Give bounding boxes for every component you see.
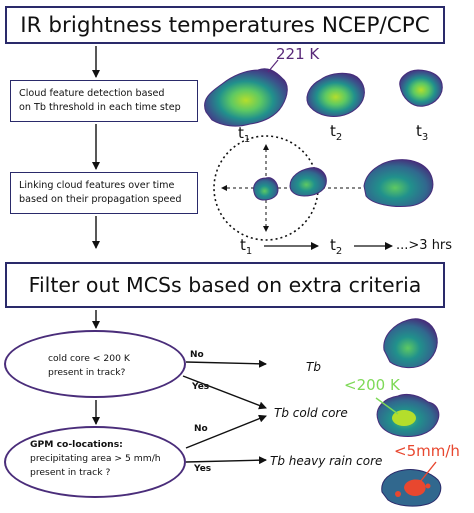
filter-title: Filter out MCSs based on extra criteria [28,273,422,297]
gpm-title: GPM co-locations: [30,439,123,450]
rain-pointer [419,461,437,483]
track-label-t2: t2 [330,236,343,257]
outcome-tb: Tb [306,360,321,374]
decision-no-1: No [190,350,204,360]
track-cloud-t1 [253,177,279,201]
decision-yes-2: Yes [194,464,212,474]
outcome-tb-cold-core: Tb cold core [274,406,348,420]
cloud-t3 [399,69,443,107]
cloud-t2 [306,72,365,117]
rain-core-patch [404,479,426,496]
rain-annotation: <5mm/h [394,442,460,460]
arrow-yes2 [185,456,267,465]
arrow-yes1 [182,375,267,410]
decision-yes-1: Yes [192,382,210,392]
track-cloud-t3 [363,159,434,207]
cold-core-criterion: cold core < 200 K present in track? [4,330,186,398]
threshold-label: 221 K [276,45,320,63]
header-box: IR brightness temperatures NCEP/CPC [5,6,445,44]
arrow-no2 [185,414,267,449]
track-label-t1: t1 [240,236,253,257]
threshold-pointer [267,59,279,73]
step-linking-box: Linking cloud features over time based o… [10,172,198,214]
step-detection-line2: on Tb threshold in each time step [19,102,181,113]
header-title: IR brightness temperatures NCEP/CPC [20,12,430,38]
gpm-line1: precipitating area > 5 mm/h [30,453,161,464]
cold-core-line1: cold core < 200 K [48,353,130,364]
track-cloud-t2 [289,167,327,197]
cold-core-line2: present in track? [48,367,126,378]
time-label-t3: t3 [416,122,429,143]
arrow-no1 [185,359,267,368]
step-linking-line2: based on their propagation speed [19,194,182,205]
time-label-t2: t2 [330,122,343,143]
decision-no-2: No [194,424,208,434]
track-label-end: ...>3 hrs [396,238,453,253]
gpm-criterion: GPM co-locations: precipitating area > 5… [4,426,186,498]
gpm-line2: present in track ? [30,467,111,478]
cloud-t1 [204,68,288,127]
outcome-tb-heavy-rain: Tb heavy rain core [270,454,383,468]
cold-pointer [375,397,399,415]
time-label-t1: t1 [238,124,251,145]
step-linking-line1: Linking cloud features over time [19,180,175,191]
step-detection-line1: Cloud feature detection based [19,88,165,99]
cold-annotation: <200 K [344,376,400,394]
outcome-cloud-tb [383,318,438,369]
filter-box: Filter out MCSs based on extra criteria [5,262,445,308]
step-detection-box: Cloud feature detection based on Tb thre… [10,80,198,122]
